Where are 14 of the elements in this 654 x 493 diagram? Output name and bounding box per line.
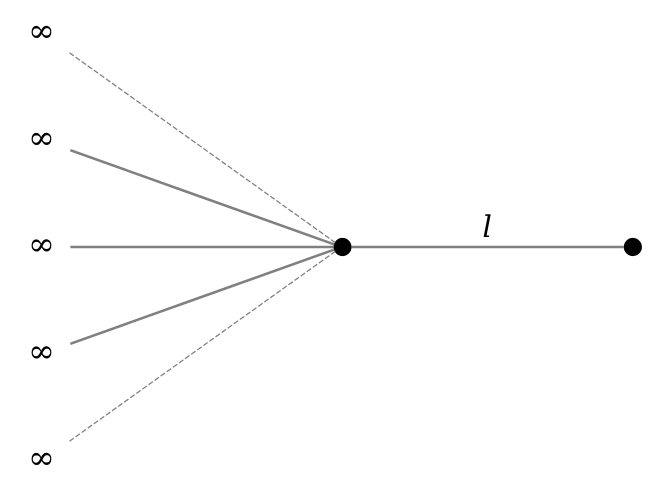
connector — [70, 245, 334, 248]
node-text: ∞ — [28, 438, 55, 476]
node-text: ∞ — [28, 10, 55, 49]
connector — [69, 52, 336, 243]
connector — [69, 250, 336, 442]
connector — [351, 245, 624, 248]
node-text: ∞ — [28, 118, 55, 156]
node-circle — [333, 237, 352, 256]
node-circle — [624, 237, 642, 256]
edge-label: l — [482, 209, 492, 244]
node-text: ∞ — [28, 331, 55, 370]
connector — [70, 148, 335, 246]
connector — [70, 248, 335, 345]
node-text: ∞ — [28, 224, 55, 263]
